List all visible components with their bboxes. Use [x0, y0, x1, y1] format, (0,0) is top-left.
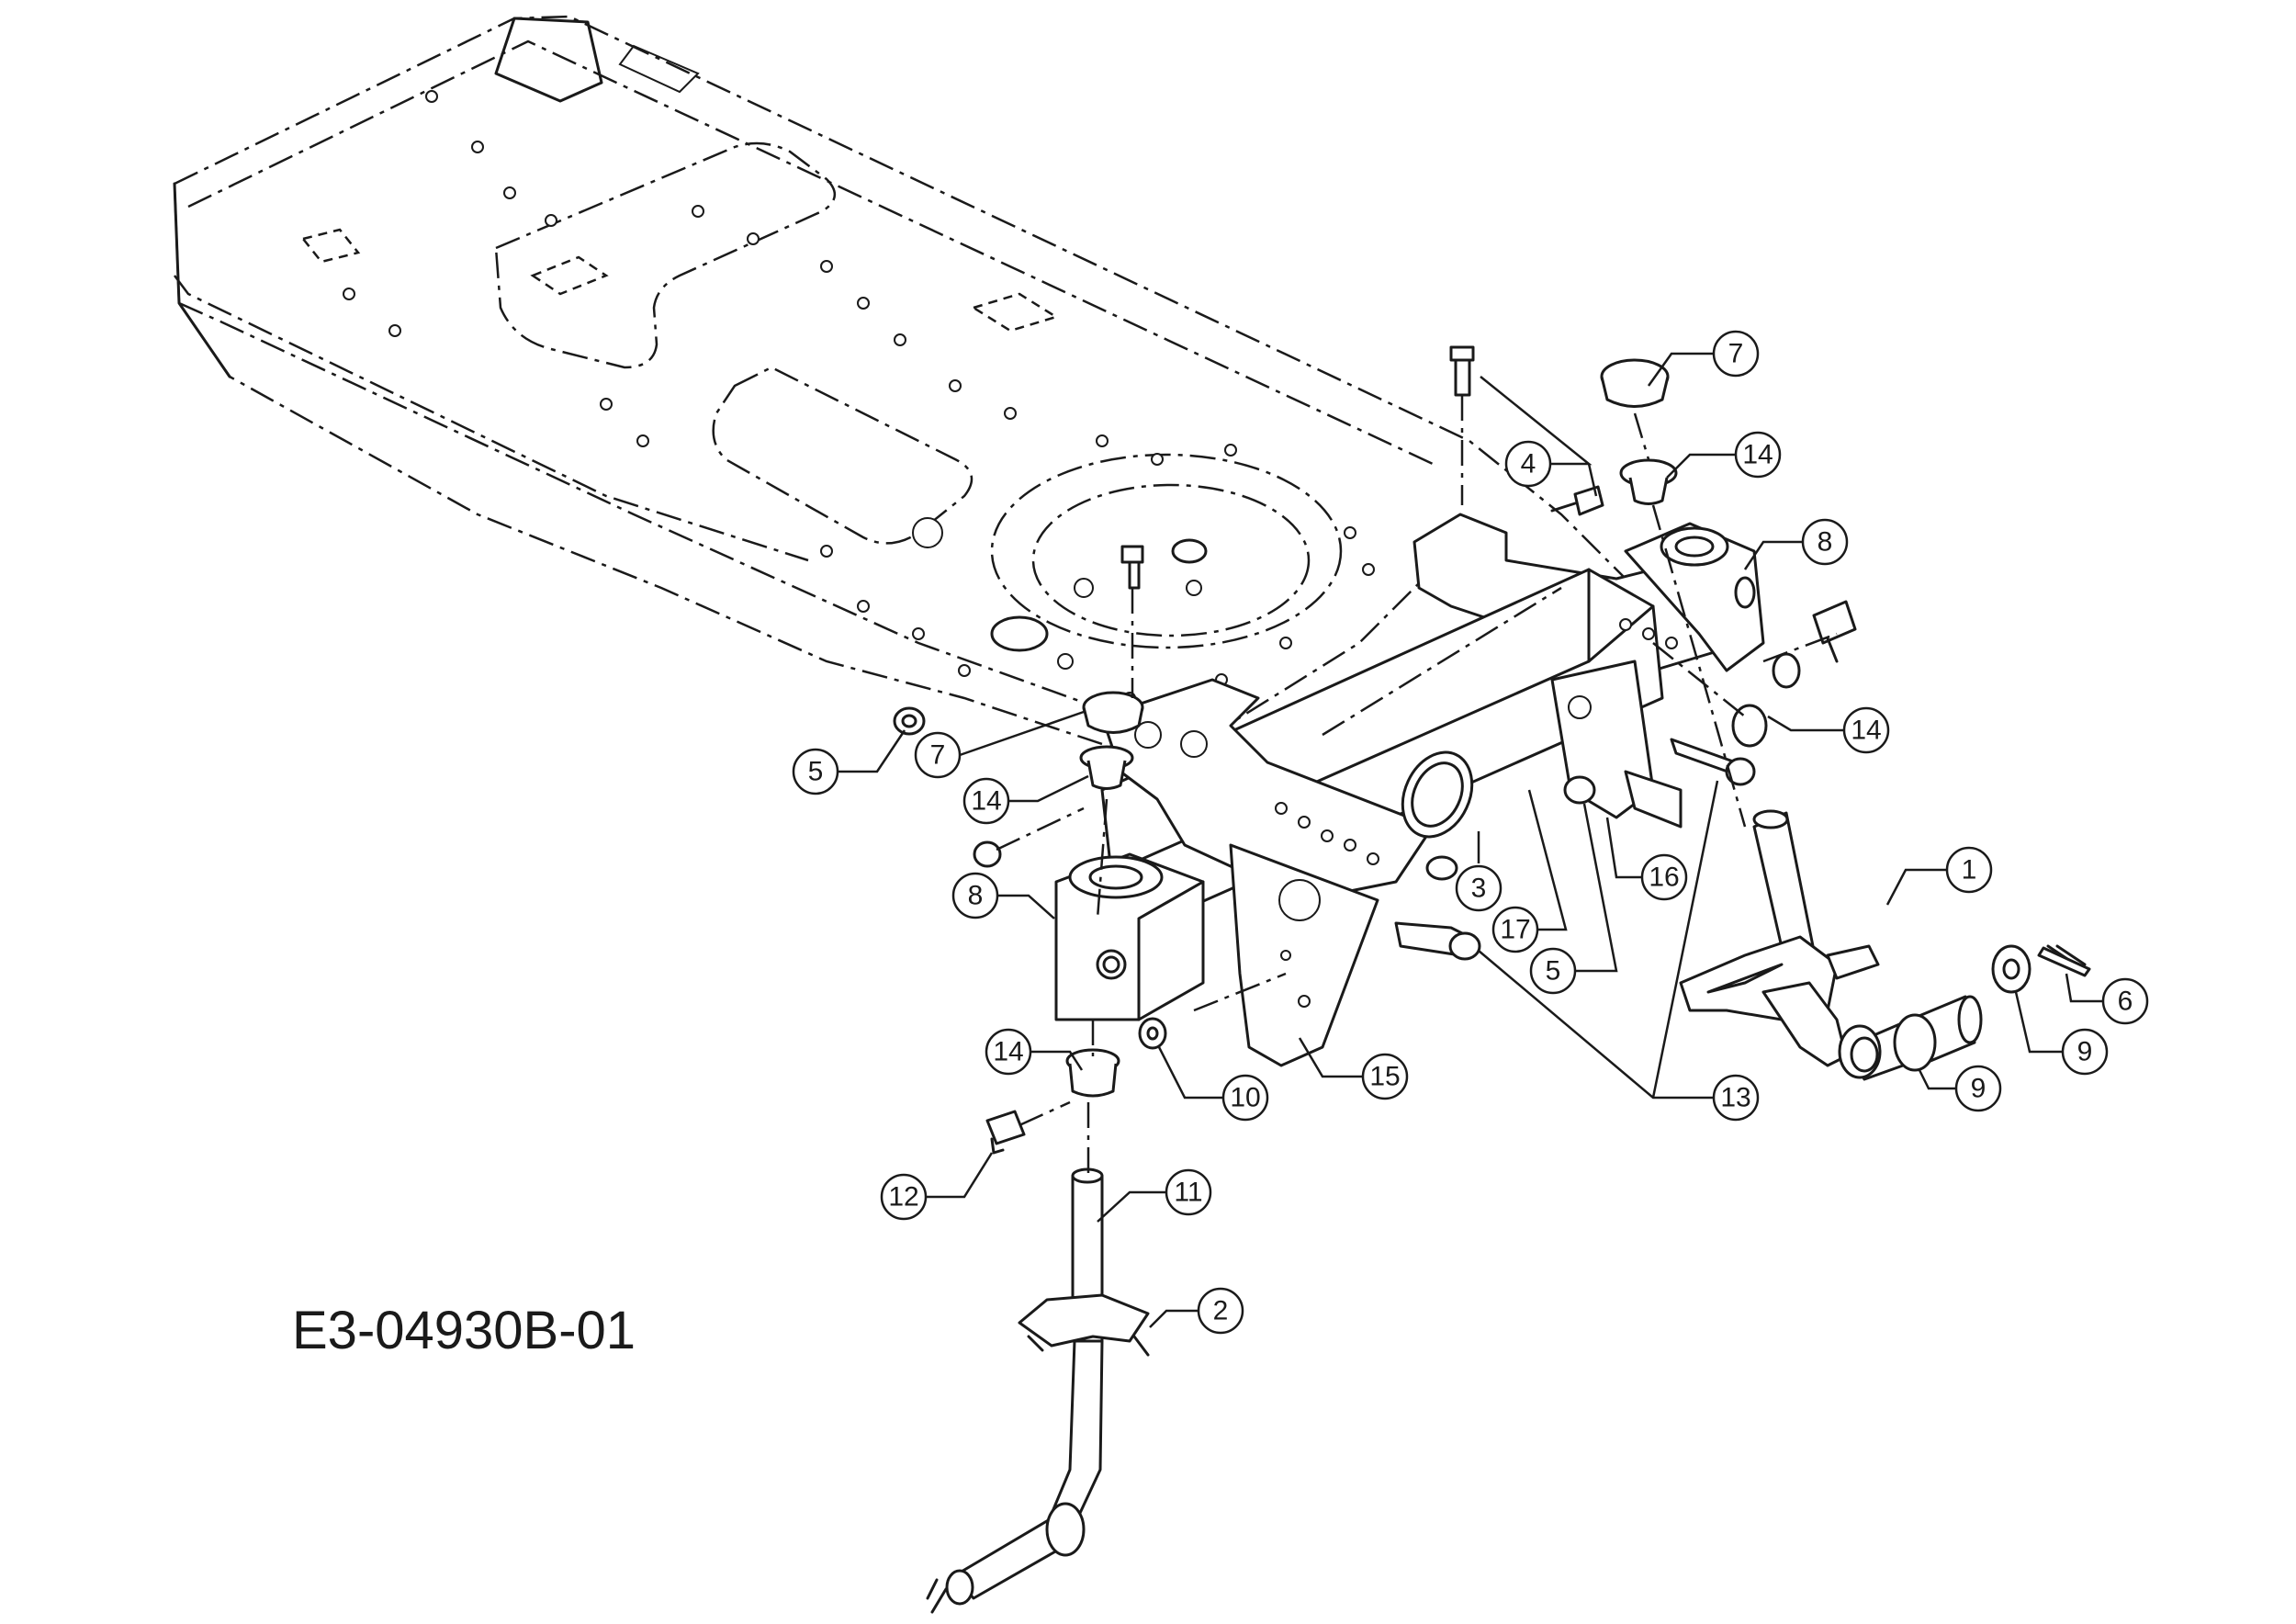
- flange-holes: [1275, 618, 1678, 865]
- callout-label: 9: [1971, 1074, 1986, 1104]
- frame-holes: [343, 90, 1375, 705]
- callout-label: 15: [1369, 1062, 1400, 1092]
- callout-label: 4: [1521, 449, 1536, 479]
- callout-label: 14: [993, 1037, 1023, 1067]
- callout-1: 1: [1885, 846, 1993, 906]
- callout-12: 12: [880, 1152, 994, 1221]
- callout-label: 16: [1649, 863, 1679, 893]
- callout-label: 6: [2118, 987, 2133, 1017]
- callout-label: 14: [1742, 440, 1773, 470]
- callout-13: 13: [1478, 780, 1760, 1122]
- callout-label: 3: [1471, 874, 1487, 904]
- callout-14-upper-right: 14: [1666, 431, 1782, 479]
- callout-label: 5: [1546, 956, 1561, 987]
- callout-label: 7: [1728, 339, 1744, 369]
- front-axle-assembly: [1100, 513, 1765, 1067]
- callout-label: 1: [1962, 855, 1977, 885]
- callout-label: 2: [1213, 1296, 1229, 1326]
- frame-plate: [173, 15, 1638, 755]
- callout-4: 4: [1480, 376, 1598, 497]
- callouts: 7 4 14 8 14 5: [792, 330, 2149, 1335]
- callout-7-left: 7: [914, 710, 1085, 779]
- left-pivot-housing: [1054, 852, 1205, 1021]
- callout-14-left: 14: [962, 774, 1089, 825]
- axle-pin-parts: [1893, 944, 2091, 1072]
- assembly-lines: [996, 395, 1838, 1176]
- callout-label: 12: [888, 1182, 918, 1212]
- callout-6: 6: [2065, 973, 2149, 1025]
- callout-9-left: 9: [1918, 1065, 2002, 1112]
- callout-3: 3: [1455, 831, 1503, 912]
- callout-2: 2: [1149, 1287, 1244, 1335]
- callout-5-left: 5: [792, 729, 906, 795]
- diagram-code-label: E3-04930B-01: [292, 1301, 636, 1360]
- callout-8-left: 8: [951, 872, 1055, 919]
- callout-label: 14: [971, 786, 1001, 817]
- callout-9-right: 9: [2014, 991, 2109, 1076]
- small-parts: [893, 345, 1857, 1614]
- callout-15: 15: [1298, 1037, 1409, 1100]
- callout-10: 10: [1157, 1046, 1269, 1122]
- callout-14-right: 14: [1767, 706, 1890, 754]
- callout-label: 9: [2077, 1037, 2093, 1067]
- callout-7-upper-right: 7: [1647, 330, 1760, 387]
- callout-label: 17: [1500, 915, 1530, 945]
- callout-label: 5: [808, 757, 824, 787]
- callout-8-right: 8: [1743, 518, 1849, 570]
- callout-label: 7: [930, 740, 946, 771]
- callout-label: 13: [1720, 1083, 1750, 1113]
- callout-label: 10: [1230, 1083, 1260, 1113]
- callout-5-center: 5: [1529, 803, 1618, 995]
- right-spindle: [1679, 809, 1930, 1081]
- callout-16: 16: [1605, 817, 1688, 901]
- callout-17: 17: [1491, 789, 1568, 953]
- callout-label: 8: [968, 881, 984, 911]
- callout-label: 8: [1818, 527, 1833, 558]
- callout-label: 11: [1174, 1178, 1202, 1208]
- callout-label: 14: [1851, 716, 1881, 746]
- callout-14-lower: 14: [985, 1028, 1084, 1076]
- callout-11: 11: [1097, 1168, 1212, 1223]
